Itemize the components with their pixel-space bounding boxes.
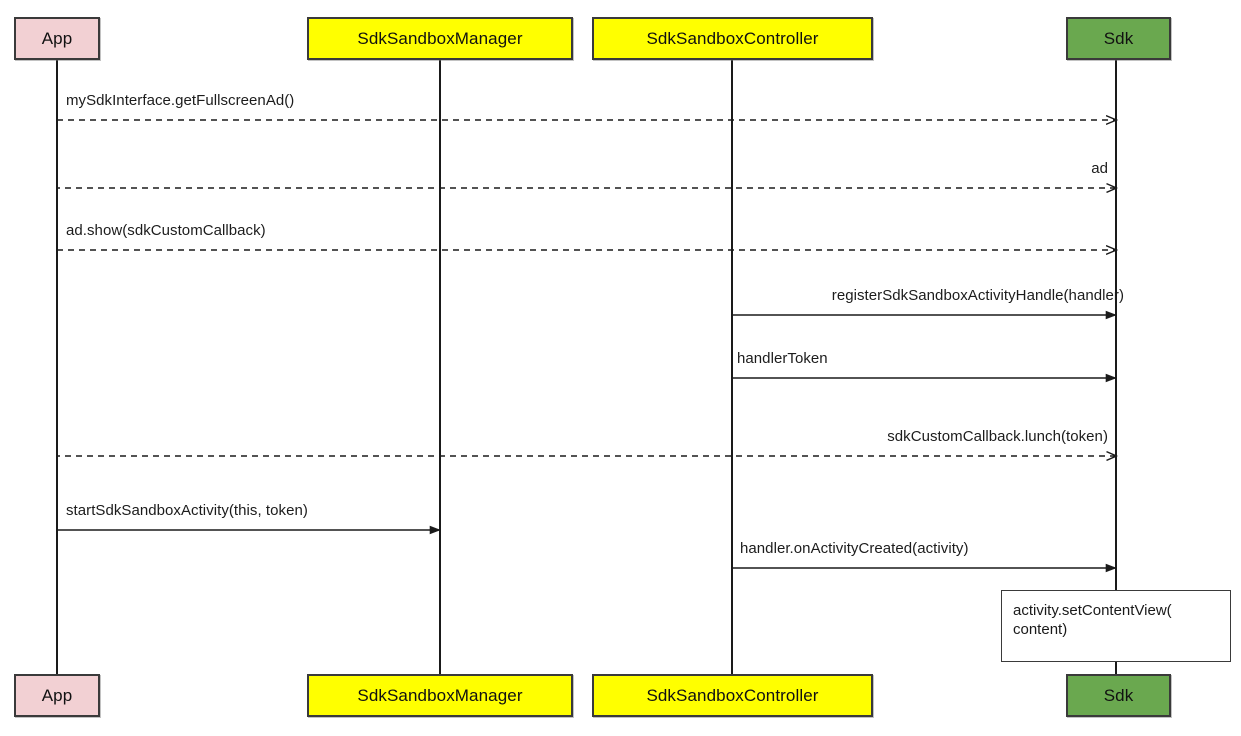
participant-label: SdkSandboxController [646, 28, 819, 48]
participant-controller-header[interactable]: SdkSandboxController [592, 17, 873, 60]
participant-label: App [41, 28, 73, 48]
participant-sdk-header[interactable]: Sdk [1066, 17, 1171, 60]
message-label-m5: handlerToken [737, 350, 828, 367]
participant-manager-header[interactable]: SdkSandboxManager [307, 17, 573, 60]
participant-label: SdkSandboxManager [357, 685, 523, 705]
participant-app-header[interactable]: App [14, 17, 100, 60]
participant-label: App [41, 685, 73, 705]
participant-manager-footer[interactable]: SdkSandboxManager [307, 674, 573, 717]
message-label-m7: startSdkSandboxActivity(this, token) [66, 502, 308, 519]
message-label-m2: ad [1091, 160, 1108, 177]
participant-sdk-footer[interactable]: Sdk [1066, 674, 1171, 717]
message-label-m3: ad.show(sdkCustomCallback) [66, 222, 266, 239]
participant-app-footer[interactable]: App [14, 674, 100, 717]
participant-label: SdkSandboxController [646, 685, 819, 705]
participant-controller-footer[interactable]: SdkSandboxController [592, 674, 873, 717]
note-n1: activity.setContentView( content) [1001, 590, 1231, 662]
note-line-1: activity.setContentView( [1013, 602, 1172, 619]
message-label-m6: sdkCustomCallback.lunch(token) [887, 428, 1108, 445]
participant-label: Sdk [1103, 28, 1134, 48]
participant-label: Sdk [1103, 685, 1134, 705]
lifelines-layer [56, 60, 1117, 674]
message-label-m8: handler.onActivityCreated(activity) [740, 540, 969, 557]
message-label-m4: registerSdkSandboxActivityHandle(handler… [831, 287, 1124, 304]
participant-label: SdkSandboxManager [357, 28, 523, 48]
note-line-2: content) [1013, 621, 1068, 639]
message-label-m1: mySdkInterface.getFullscreenAd() [66, 92, 295, 109]
messages-layer [57, 120, 1116, 573]
